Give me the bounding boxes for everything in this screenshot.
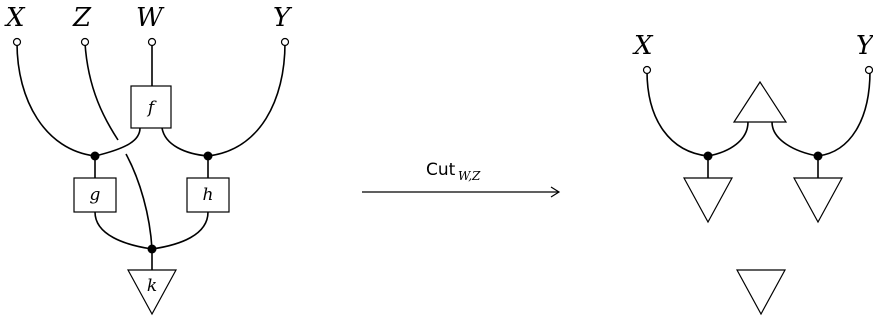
right-diagram: X Y — [632, 31, 873, 316]
right-junction-right — [813, 151, 823, 161]
effect-k — [126, 269, 178, 316]
port-w — [147, 37, 157, 47]
right-label-x: X — [632, 31, 654, 61]
right-port-x — [642, 65, 652, 75]
box-h — [186, 177, 230, 213]
right-port-y — [864, 65, 873, 75]
label-x: X — [4, 3, 26, 33]
junction-bottom — [147, 244, 157, 254]
port-z — [80, 37, 90, 47]
box-g-label: g — [90, 185, 101, 205]
box-h-label: h — [203, 185, 214, 205]
label-z: Z — [72, 3, 92, 33]
right-wire-state-left — [707, 121, 749, 157]
right-label-y: Y — [856, 31, 873, 61]
wire-g-out — [94, 211, 153, 250]
right-wire-x — [646, 70, 709, 157]
right-wire-state-right — [771, 121, 819, 157]
wire-y — [207, 42, 286, 157]
arrow-head — [550, 186, 561, 198]
box-f — [130, 85, 172, 129]
wire-h-out — [151, 211, 209, 250]
wire-z-upper — [84, 42, 119, 141]
wire-f-to-merge-left — [94, 127, 141, 157]
arrow-label: Cut — [426, 160, 456, 180]
port-x — [12, 37, 22, 47]
right-state-triangle — [732, 80, 788, 123]
cut-arrow: Cut W,Z — [362, 160, 561, 198]
junction-right — [203, 151, 213, 161]
wire-x — [16, 42, 96, 157]
box-f-label: f — [146, 98, 157, 118]
effect-k-label: k — [147, 276, 157, 296]
right-effect-bottom — [735, 269, 787, 316]
label-y: Y — [273, 3, 293, 33]
junction-left — [90, 151, 100, 161]
box-g — [73, 177, 117, 213]
right-effect-right — [792, 177, 844, 224]
wire-f-to-merge-right — [161, 127, 209, 157]
right-effect-left — [682, 177, 734, 224]
arrow-label-subscript: W,Z — [458, 169, 481, 183]
label-w: W — [136, 3, 165, 33]
wire-z-lower — [125, 153, 153, 250]
right-wire-y — [817, 70, 871, 157]
right-junction-left — [703, 151, 713, 161]
port-y — [280, 37, 290, 47]
left-diagram: X Z W Y f g h k — [4, 3, 293, 316]
